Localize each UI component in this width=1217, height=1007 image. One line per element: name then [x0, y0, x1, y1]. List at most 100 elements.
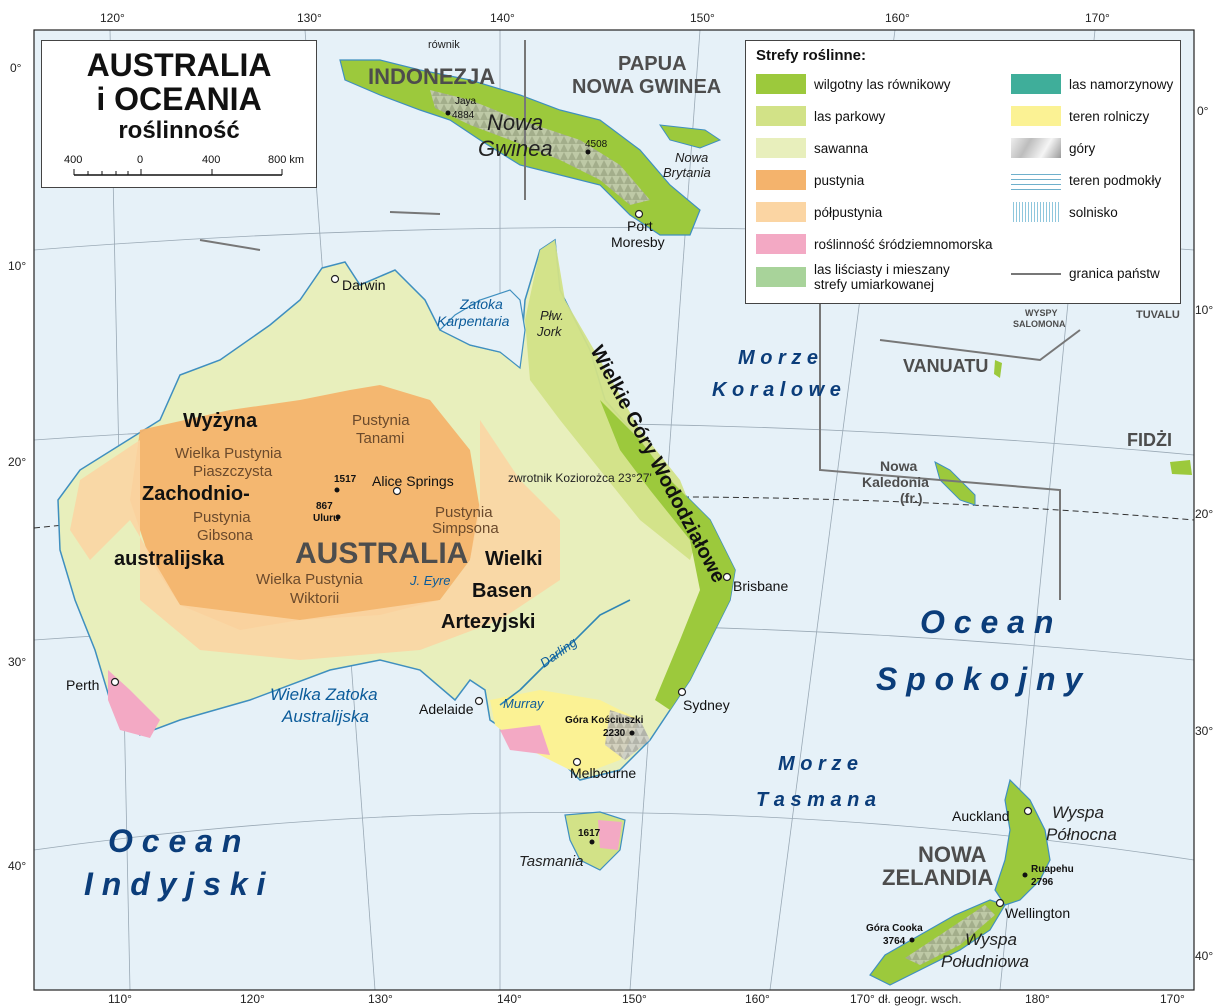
mediterranean-zone-se [500, 725, 550, 755]
agricultural-zone [490, 690, 640, 775]
label-867: 867 [316, 501, 333, 512]
lat-right-label: 10° [1195, 303, 1213, 317]
label-salomona: WYSPY [1025, 308, 1058, 318]
rivers [499, 599, 631, 706]
lat-right-label: 40° [1195, 949, 1213, 963]
lat-left-label: 0° [10, 61, 22, 75]
lon-top-label: 130° [297, 11, 322, 25]
label-nz2: ZELANDIA [882, 865, 993, 890]
label-polnocna: Północna [1046, 825, 1117, 844]
legend-title: Strefy roślinne: [756, 47, 867, 64]
label-wielki: Wielki [485, 548, 543, 570]
label-coral-sea2: K o r a l o w e [712, 379, 841, 401]
legend-swatch [756, 202, 806, 222]
label-alice-springs: Alice Springs [372, 473, 454, 489]
lat-left-label: 30° [8, 655, 26, 669]
legend-item: sawanna [756, 138, 868, 158]
lat-right-label: 30° [1195, 724, 1213, 738]
lon-top-label: 170° [1085, 11, 1110, 25]
legend-item: góry [1011, 138, 1095, 158]
legend-swatch [756, 170, 806, 190]
legend-label: półpustynia [814, 204, 883, 220]
legend-swatch [1011, 74, 1061, 94]
city-labels: Darwin Alice Springs Brisbane Sydney Mel… [66, 218, 1070, 921]
new-britain [658, 124, 722, 149]
label-nz: NOWA [918, 842, 987, 867]
legend-label: teren rolniczy [1069, 108, 1150, 124]
label-indian-ocean2: I n d y j s k i [84, 866, 267, 902]
legend-item: granica państw [1011, 266, 1160, 281]
lon-bottom-label: 120° [240, 992, 265, 1006]
label-3764: 3764 [883, 936, 906, 947]
label-2230: 2230 [603, 728, 626, 739]
scale-bar: 400 0 400 800 km [64, 154, 304, 176]
label-1517: 1517 [334, 474, 357, 485]
map-title-box: AUSTRALIA i OCEANIA roślinność 400 0 400… [41, 40, 317, 188]
tasmania-med [598, 820, 622, 850]
label-zatoka: Zatoka [459, 296, 503, 312]
lon-bottom-label: 160° [745, 992, 770, 1006]
label-nowa-brytania: Nowa [675, 150, 708, 165]
nc-labels: Nowa Kaledonia (fr.) [862, 458, 929, 506]
label-melbourne: Melbourne [570, 765, 636, 781]
label-coral-sea: M o r z e [738, 347, 818, 369]
nz-north-island [994, 778, 1051, 906]
label-port: Port [627, 218, 653, 234]
label-2796: 2796 [1031, 877, 1054, 888]
legend-label: wilgotny las równikowy [814, 76, 951, 92]
peak-markers [334, 110, 1028, 943]
label-gora-cooka: Góra Cooka [866, 923, 923, 934]
label-plw: Płw. [540, 308, 564, 323]
label-piaszczysta2: Piaszczysta [193, 463, 273, 480]
label-papua: PAPUA [618, 53, 687, 75]
nz-mountains [905, 905, 995, 965]
island-labels: Płw. Jork Nowa Gwinea Nowa Brytania Tasm… [478, 110, 1117, 971]
label-brytania: Brytania [663, 165, 711, 180]
label-karpentaria: Karpentaria [437, 313, 510, 329]
scale-label: 400 [202, 154, 220, 166]
title-line3: roślinność [118, 117, 240, 144]
legend-label: solnisko [1069, 204, 1118, 220]
legend-swatch [756, 138, 806, 158]
scale-label: 0 [137, 154, 143, 166]
label-nowa-gwinea: Nowa [487, 110, 543, 135]
lon-bottom-label: 140° [497, 992, 522, 1006]
label-zachodnio: Zachodnio- [142, 483, 250, 505]
label-artezyjski: Artezyjski [441, 611, 536, 633]
lon-bottom-label: 130° [368, 992, 393, 1006]
label-piaszczysta: Wielka Pustynia [175, 445, 282, 462]
label-wyspa-pn: Wyspa [1052, 803, 1104, 822]
mediterranean-zone [108, 670, 160, 738]
label-vanuatu: VANUATU [903, 356, 988, 376]
new-guinea-mountains [430, 90, 650, 205]
lon-bottom-label: 170° dł. geogr. wsch. [850, 992, 962, 1006]
label-sydney: Sydney [683, 697, 730, 713]
legend: Strefy roślinne: wilgotny las równikowy l… [745, 40, 1181, 304]
legend-label: teren podmokły [1069, 172, 1162, 188]
label-wiktorii: Wielka Pustynia [256, 571, 363, 588]
label-papua2: NOWA GWINEA [572, 76, 721, 98]
legend-swatch [756, 74, 806, 94]
label-australia: AUSTRALIA [295, 537, 468, 570]
country-borders [199, 40, 1081, 600]
label-gwinea: Gwinea [478, 136, 553, 161]
label-nowa-kaledonia: Nowa [880, 458, 918, 474]
lon-bottom-label: 170° [1160, 992, 1185, 1006]
ocean-labels: O c e a n I n d y j s k i O c e a n S p … [84, 347, 1084, 902]
legend-item: las parkowy [756, 106, 885, 126]
lat-left-label: 10° [8, 259, 26, 273]
new-guinea-land [339, 59, 701, 236]
legend-swatch [1011, 202, 1061, 222]
legend-swatch [756, 234, 806, 254]
city-markers [110, 209, 1033, 908]
peak-labels: Jaya 4884 4508 1517 867 Uluru Góra Kości… [313, 96, 1074, 947]
desert-labels: Pustynia Tanami Wielka Pustynia Piaszczy… [175, 412, 499, 607]
country-labels: INDONEZJA PAPUA NOWA GWINEA VANUATU FIDŻ… [295, 53, 1180, 890]
scale-label: 800 km [268, 154, 304, 166]
legend-label: roślinność śródziemnomorska [814, 236, 993, 252]
label-auckland: Auckland [952, 808, 1010, 824]
legend-label: las parkowy [814, 108, 886, 124]
vanuatu-island [994, 360, 1002, 378]
